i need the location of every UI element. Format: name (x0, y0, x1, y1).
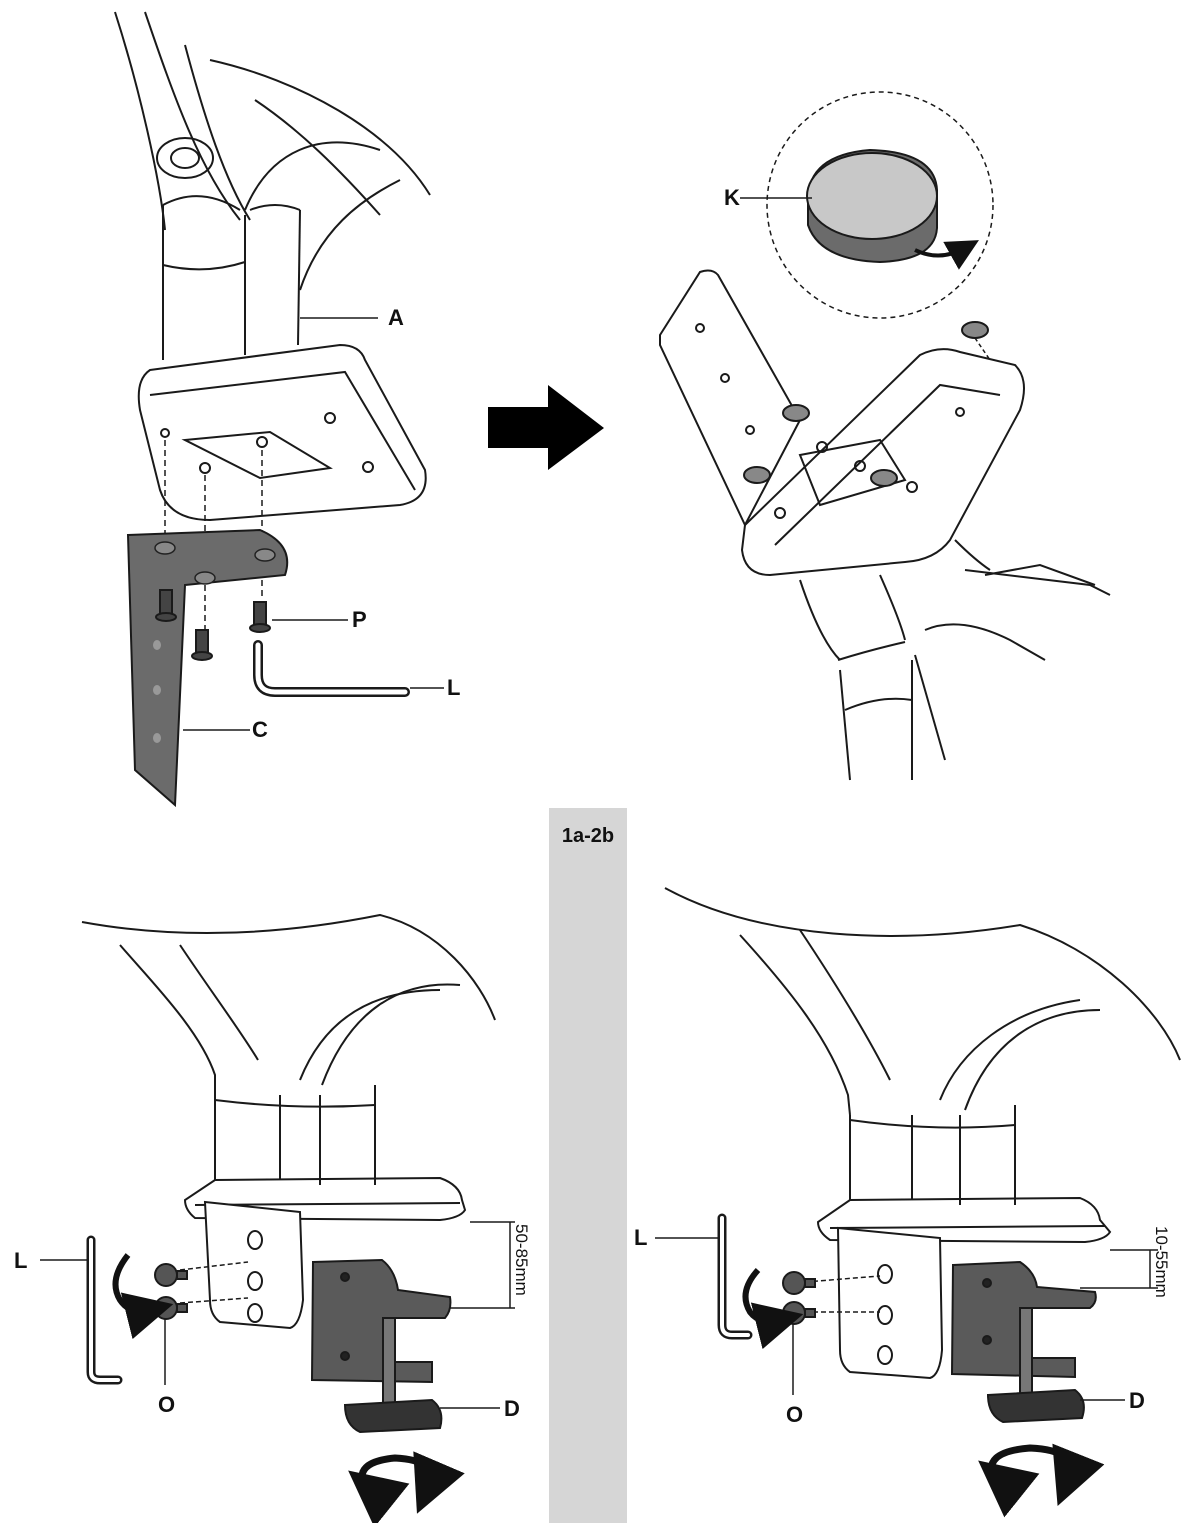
label-pad-k: K (724, 185, 740, 210)
pad-k (806, 148, 979, 270)
panel-top-right (659, 91, 1111, 781)
vertical-plate-bl (203, 1200, 305, 1330)
detail-circle (766, 91, 994, 319)
rotated-base (740, 348, 1025, 577)
center-divider (549, 808, 627, 1523)
panel-top-left (114, 11, 431, 630)
label-washer-o-br: O (786, 1402, 803, 1427)
bracket-c (126, 528, 289, 808)
mount-plate (659, 269, 802, 528)
hex-key-br (717, 1213, 753, 1340)
label-key-l-bl: L (14, 1248, 27, 1273)
label-screws-p: P (352, 607, 367, 632)
label-knob-d-bl: D (504, 1396, 520, 1421)
arm-edge-left (114, 11, 166, 231)
screws-p (155, 589, 271, 661)
knob-d-br (986, 1388, 1085, 1424)
label-key-l-br: L (634, 1225, 647, 1250)
base-plate-bl (183, 1176, 467, 1222)
rotate-arrow-icon (742, 1267, 804, 1350)
knob-d-bl (343, 1398, 443, 1434)
right-arrow-icon (488, 385, 604, 470)
vertical-plate-br (836, 1226, 944, 1380)
dimension-br: 10-55mm (1152, 1226, 1171, 1298)
washers-o-bl (154, 1263, 188, 1320)
label-washer-o-bl: O (158, 1392, 175, 1417)
label-knob-d-br: D (1129, 1388, 1145, 1413)
base-plate-br (816, 1196, 1112, 1244)
hex-key-bl (86, 1235, 123, 1385)
hex-key-top (253, 640, 410, 697)
clamp-br (950, 1260, 1097, 1424)
washers-o-br (782, 1271, 816, 1325)
label-bracket-c: C (252, 717, 268, 742)
rotate-arrow-icon (358, 1451, 465, 1514)
rotate-arrow-icon (914, 240, 979, 270)
step-tag: 1a-2b (562, 825, 614, 847)
rotate-arrow-icon (112, 1253, 174, 1340)
rotate-arrow-icon (988, 1443, 1105, 1507)
panel-bottom-right (664, 887, 1181, 1395)
label-arm-a: A (388, 305, 404, 330)
label-key-l-top: L (447, 675, 460, 700)
clamp-bl (310, 1258, 452, 1434)
dimension-bl: 50-85mm (512, 1224, 531, 1296)
panel-bottom-left (81, 913, 515, 1385)
base-plate (137, 343, 427, 522)
